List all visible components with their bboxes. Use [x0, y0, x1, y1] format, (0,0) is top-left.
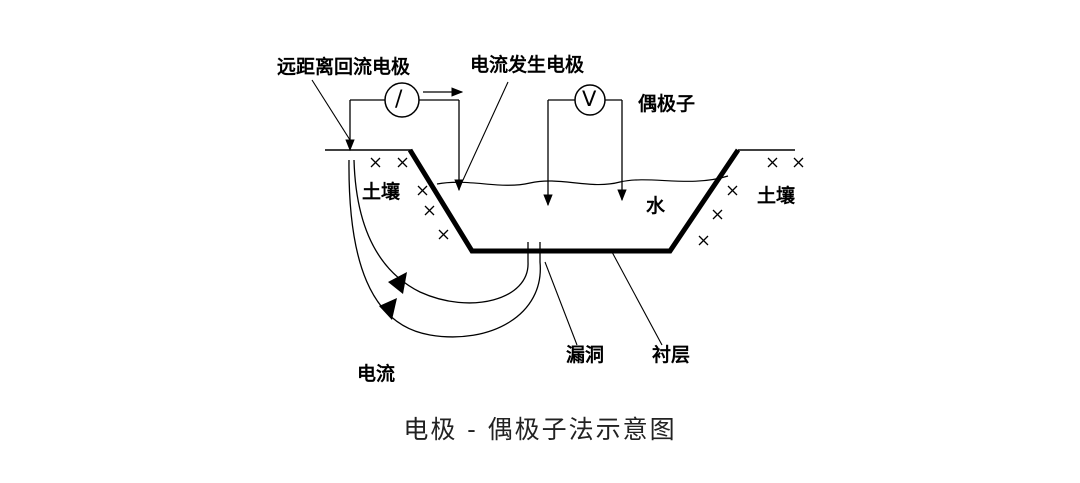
leader-source-electrode [462, 81, 509, 181]
label-remote-return-electrode: 远距离回流电极 [277, 56, 411, 78]
liner-outline [407, 148, 741, 254]
label-dipole: 偶极子 [638, 93, 696, 115]
leader-leak-hole [544, 261, 578, 346]
ammeter-circle [384, 82, 420, 118]
voltmeter-symbol: V [582, 87, 597, 111]
figure-caption: 电极 - 偶极子法示意图 [403, 415, 677, 444]
ammeter-symbol: / [395, 87, 403, 112]
water-surface [436, 175, 729, 186]
label-soil-left: 土壤 [362, 181, 401, 203]
label-current: 电流 [357, 363, 396, 385]
label-liner: 衬层 [652, 344, 691, 366]
label-soil-right: 土壤 [757, 185, 796, 207]
voltmeter-circle [574, 84, 606, 116]
leader-liner [611, 251, 663, 346]
soil-crosses [370, 157, 804, 246]
label-current-source-electrode: 电流发生电极 [470, 54, 585, 76]
current-arrowhead-outer [379, 298, 397, 320]
current-path-inner [353, 159, 529, 304]
leader-remote-electrode [311, 79, 351, 141]
current-path-outer [348, 159, 541, 338]
label-water: 水 [646, 195, 666, 217]
current-arrowhead-inner [388, 272, 407, 294]
label-leak-hole: 漏洞 [566, 344, 605, 366]
